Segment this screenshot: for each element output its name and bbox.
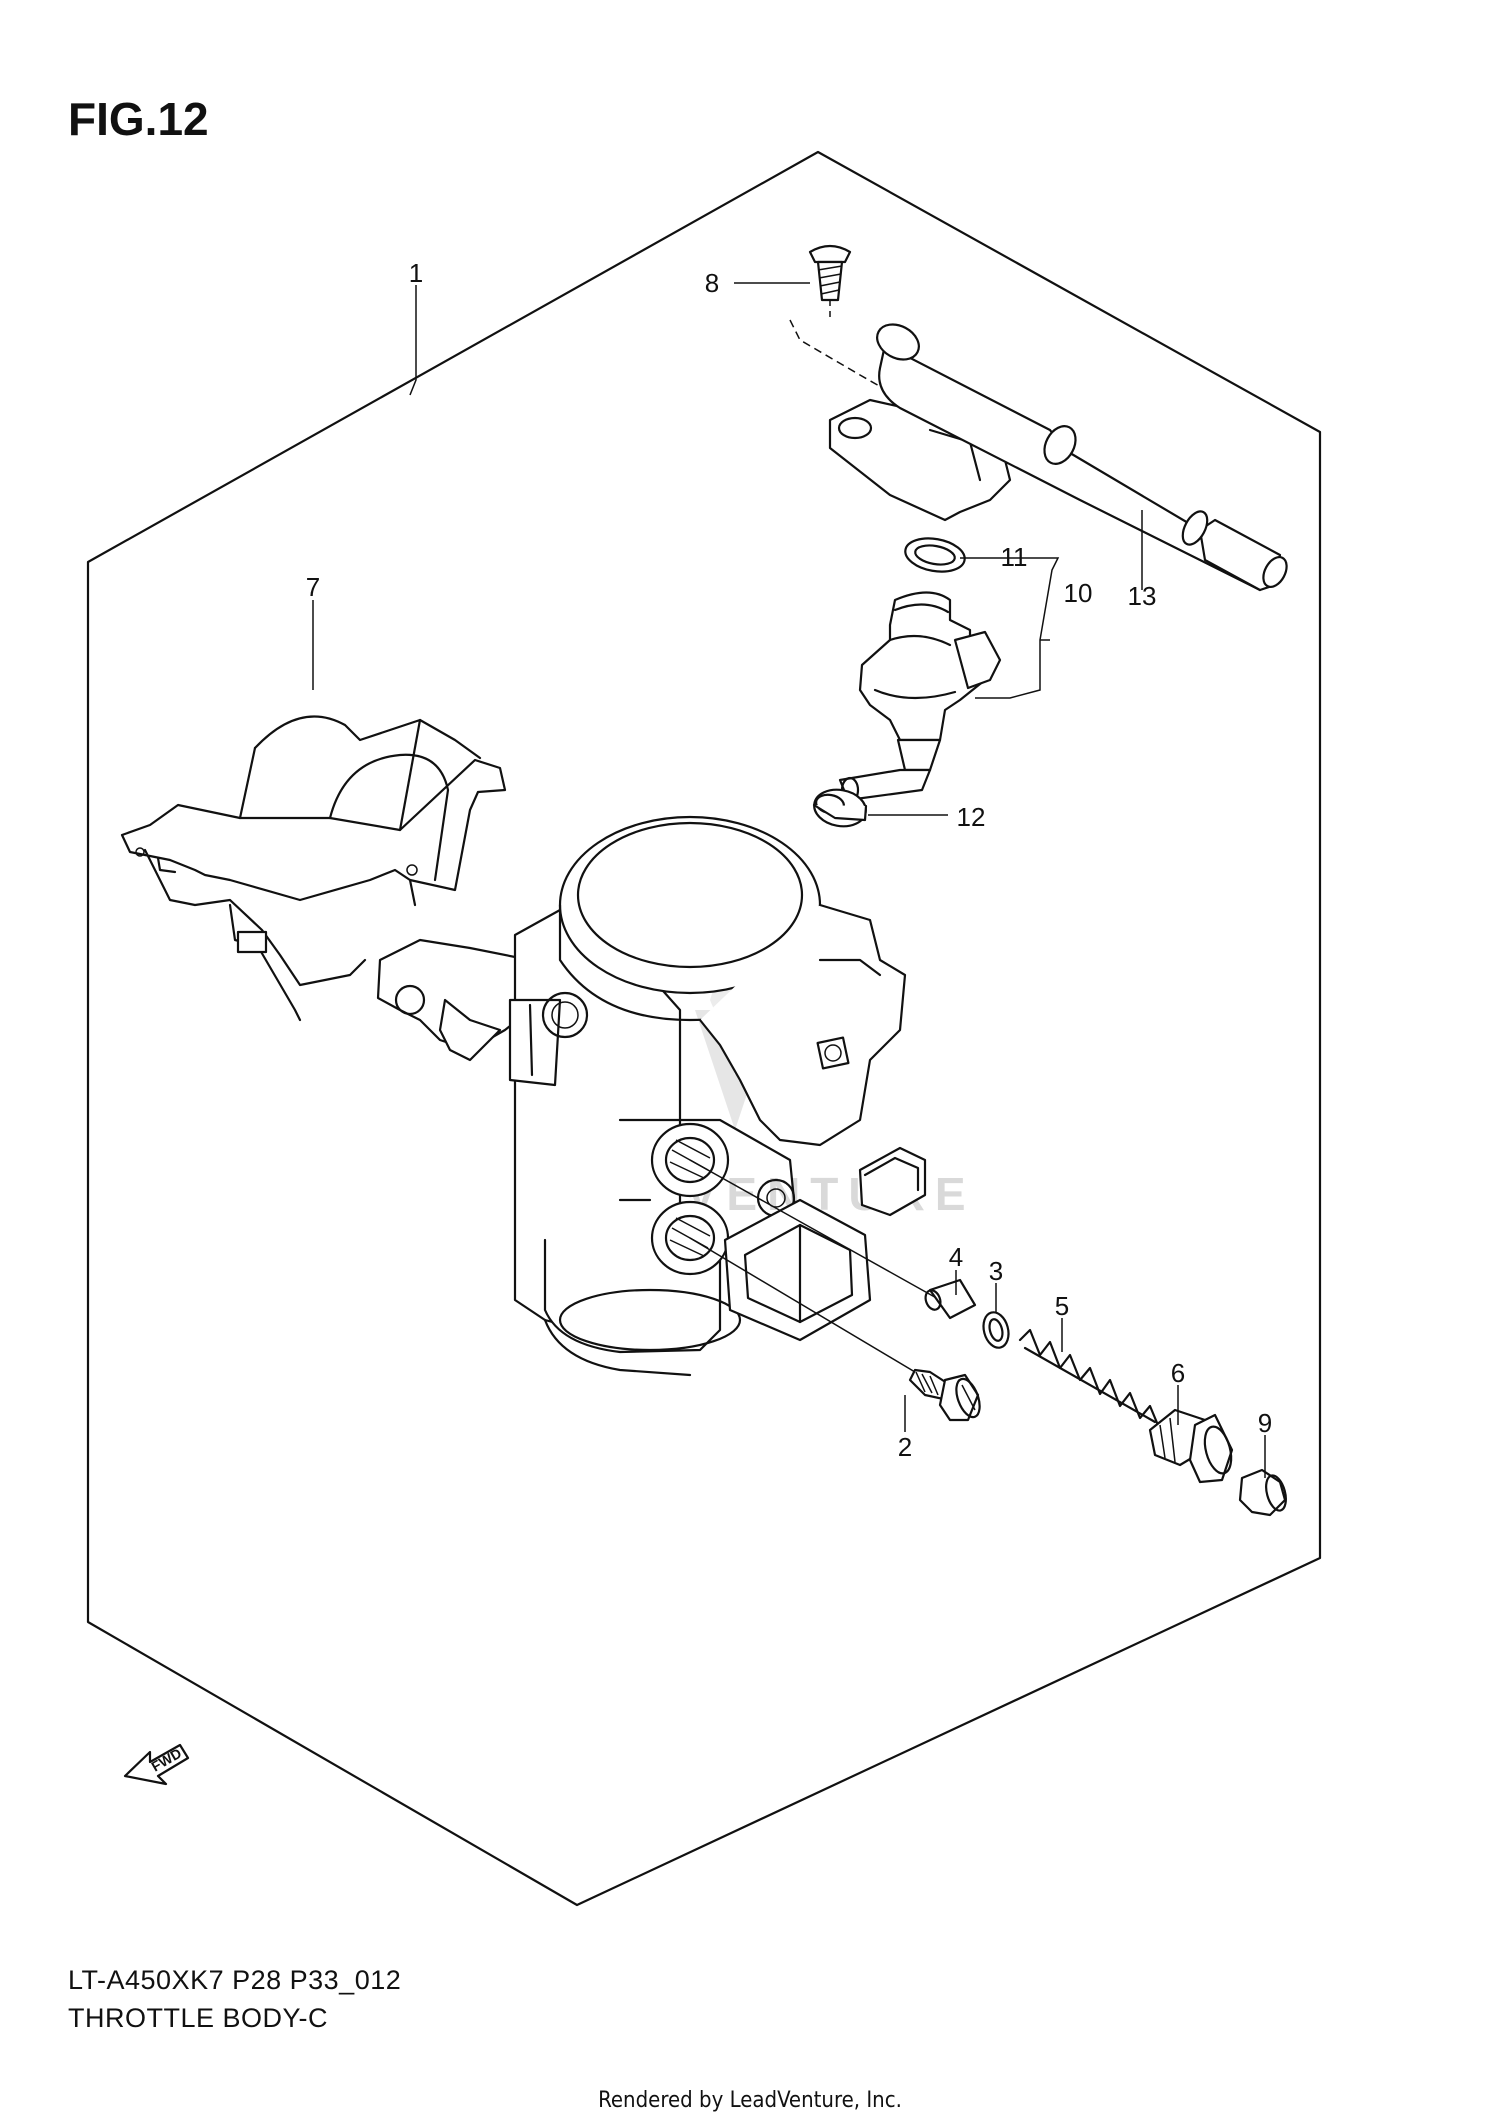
- callout-1: 1: [409, 258, 423, 288]
- part-2-screw: [908, 1368, 981, 1422]
- part-5-spring: [1018, 1328, 1162, 1432]
- part-9-cap: [1238, 1468, 1287, 1517]
- part-7-clamp: [120, 715, 507, 1022]
- part-4-pin: [924, 1278, 977, 1320]
- callout-2: 2: [898, 1432, 912, 1462]
- figure-title: FIG.12: [68, 93, 209, 145]
- callout-11: 11: [1001, 542, 1028, 572]
- part-6-plug: [1148, 1408, 1234, 1484]
- part-12-seal: [812, 788, 868, 828]
- callout-12: 12: [957, 802, 986, 832]
- assembly-boundary: [86, 150, 1322, 1907]
- callout-8: 8: [705, 268, 719, 298]
- fwd-direction-arrow: FWD: [123, 1743, 190, 1786]
- callout-10: 10: [1064, 578, 1093, 608]
- callout-6: 6: [1171, 1358, 1185, 1388]
- callout-labels: 1 2 3 4 5 6 7 8 9 10 11 12 13: [306, 258, 1272, 1462]
- callout-3: 3: [989, 1256, 1003, 1286]
- render-credit: Rendered by LeadVenture, Inc.: [598, 2088, 902, 2113]
- throttle-body: [376, 815, 941, 1377]
- part-8-screw: [808, 244, 852, 320]
- part-13-delivery-pipe: [789, 319, 1288, 592]
- callout-9: 9: [1258, 1408, 1272, 1438]
- callout-13: 13: [1128, 581, 1157, 611]
- part-3-o-ring: [982, 1311, 1010, 1349]
- callout-4: 4: [949, 1242, 963, 1272]
- section-name: THROTTLE BODY-C: [68, 2003, 329, 2033]
- callout-5: 5: [1055, 1291, 1069, 1321]
- callout-7: 7: [306, 572, 320, 602]
- part-10-injector: [838, 591, 1002, 804]
- model-code: LT-A450XK7 P28 P33_012: [68, 1965, 402, 1995]
- part-11-o-ring: [904, 537, 966, 573]
- leader-lines: [312, 282, 1266, 1478]
